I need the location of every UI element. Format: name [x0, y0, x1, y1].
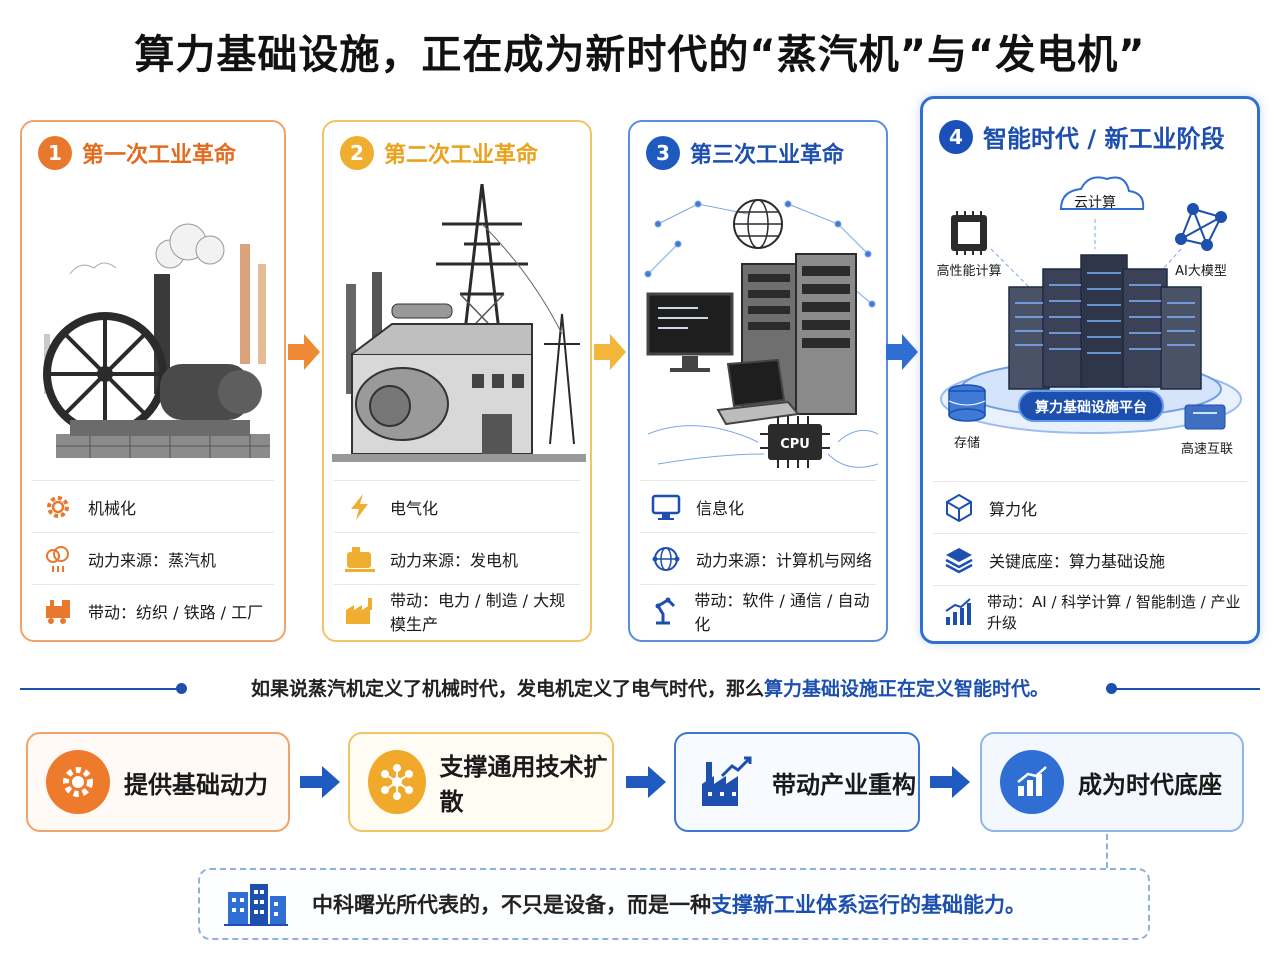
robot-arm-icon [650, 595, 680, 627]
ai-label: AI大模型 [1175, 264, 1227, 279]
flow-arrow-icon [930, 766, 970, 798]
monitor-icon [650, 491, 682, 523]
gear-icon [42, 491, 74, 523]
row-text: 带动：AI / 科学计算 / 智能制造 / 产业升级 [987, 592, 1241, 632]
summary-quote: 如果说蒸汽机定义了机械时代，发电机定义了电气时代，那么算力基础设施正在定义智能时… [200, 674, 1100, 701]
stage-row: 带动：纺织 / 铁路 / 工厂 [32, 584, 274, 636]
quote-highlight: 算力基础设施正在定义智能时代。 [764, 678, 1050, 700]
row-text: 电气化 [390, 498, 439, 518]
cube-icon [943, 492, 975, 524]
stage-rows: 信息化 动力来源：计算机与网络 带动：软件 / 通信 / 自动化 [640, 480, 876, 636]
stage-row: 带动：电力 / 制造 / 大规模生产 [334, 584, 580, 636]
cpu-label: CPU [780, 437, 810, 452]
stage-card-4: 4 智能时代 / 新工业阶段 云计算 高性能计算 AI大模型 [920, 96, 1260, 644]
blue-arrow-icon [886, 334, 918, 370]
stage-row: 关键底座：算力基础设施 [933, 533, 1247, 585]
globe-network-icon [650, 543, 682, 575]
row-text: 信息化 [696, 498, 745, 518]
stage-number: 3 [646, 136, 680, 170]
stage-name: 智能时代 / 新工业阶段 [983, 125, 1225, 153]
factory-icon [344, 595, 376, 627]
generator-icon [344, 543, 376, 575]
row-text: 带动：纺织 / 铁路 / 工厂 [88, 602, 264, 622]
flow-step-3: 带动产业重构 [674, 732, 920, 832]
row-text: 动力来源：蒸汽机 [88, 550, 217, 570]
stage-number: 2 [340, 136, 374, 170]
row-text: 算力化 [989, 499, 1038, 519]
stage-row: 带动：AI / 科学计算 / 智能制造 / 产业升级 [933, 585, 1247, 637]
quote-text: 如果说蒸汽机定义了机械时代，发电机定义了电气时代，那么 [250, 678, 764, 700]
flow-step-2: 支撑通用技术扩散 [348, 732, 614, 832]
flow-step-text: 成为时代底座 [1078, 770, 1222, 799]
lightning-icon [344, 491, 376, 523]
power-plant-illustration [332, 184, 586, 462]
row-text: 关键底座：算力基础设施 [989, 551, 1166, 571]
row-text: 动力来源：发电机 [390, 550, 519, 570]
bottom-highlight: 支撑新工业体系运行的基础能力。 [711, 893, 1026, 917]
layers-icon [943, 544, 975, 576]
flow-step-text: 带动产业重构 [772, 770, 916, 799]
stage-card-2: 2 第二次工业革命 电气化 动力 [322, 120, 592, 642]
stage-row: 电气化 [334, 480, 580, 532]
stage-card-3: 3 第三次工业革命 CPU 信息化 [628, 120, 888, 642]
gear-icon [46, 750, 110, 814]
stage-rows: 机械化 动力来源：蒸汽机 带动：纺织 / 铁路 / 工厂 [32, 480, 274, 636]
flow-arrow-icon [300, 766, 340, 798]
computing-platform-illustration: 云计算 高性能计算 AI大模型 算力基础设施平台 [936, 176, 1242, 457]
flow-step-text: 提供基础动力 [124, 770, 268, 799]
stage-rows: 算力化 关键底座：算力基础设施 带动：AI / 科学计算 / 智能制造 / 产业… [933, 481, 1247, 637]
flow-arrow-icon [626, 766, 666, 798]
stage-header: 4 智能时代 / 新工业阶段 [939, 119, 1224, 154]
stage-row: 动力来源：蒸汽机 [32, 532, 274, 584]
stage-number: 4 [939, 119, 973, 154]
stage-number: 1 [38, 136, 72, 170]
row-text: 机械化 [88, 498, 137, 518]
stage-row: 带动：软件 / 通信 / 自动化 [640, 584, 876, 636]
locomotive-icon [42, 595, 74, 627]
steam-cloud-icon [42, 543, 74, 575]
stage-row: 信息化 [640, 480, 876, 532]
row-text: 带动：软件 / 通信 / 自动化 [694, 590, 870, 634]
stage-rows: 电气化 动力来源：发电机 带动：电力 / 制造 / 大规模生产 [334, 480, 580, 636]
bottom-statement: 中科曙光所代表的，不只是设备，而是一种支撑新工业体系运行的基础能力。 [198, 868, 1150, 940]
flow-step-text: 支撑通用技术扩散 [439, 753, 608, 816]
cloud-label: 云计算 [1074, 195, 1116, 211]
stage-header: 2 第二次工业革命 [340, 136, 538, 170]
yellow-arrow-icon [594, 334, 626, 370]
bottom-text-part: 中科曙光所代表的，不只是设备，而是一种 [312, 893, 711, 917]
stage-name: 第一次工业革命 [82, 143, 237, 168]
divider-left [20, 688, 180, 690]
stage-name: 第三次工业革命 [690, 143, 845, 168]
divider-right [1116, 688, 1260, 690]
stage-row: 动力来源：计算机与网络 [640, 532, 876, 584]
divider-dot-right [1106, 683, 1117, 694]
industry-growth-icon [694, 750, 758, 814]
hpc-label: 高性能计算 [936, 263, 1001, 279]
stage-row: 机械化 [32, 480, 274, 532]
stage-header: 3 第三次工业革命 [646, 136, 844, 170]
growth-chart-icon [943, 596, 973, 628]
dashed-connector [1106, 834, 1108, 868]
bottom-text: 中科曙光所代表的，不只是设备，而是一种支撑新工业体系运行的基础能力。 [312, 889, 1026, 919]
building-icon [224, 884, 288, 926]
page-title: 算力基础设施，正在成为新时代的“蒸汽机”与“发电机” [134, 32, 1146, 78]
divider-dot-left [176, 683, 187, 694]
orange-arrow-icon [288, 334, 320, 370]
flow-step-4: 成为时代底座 [980, 732, 1244, 832]
computers-network-illustration: CPU [644, 199, 879, 468]
stage-card-1: 1 第一次工业革命 机械化 [20, 120, 286, 642]
interconnect-label: 高速互联 [1181, 441, 1233, 457]
steam-engine-illustration [43, 223, 270, 458]
stage-header: 1 第一次工业革命 [38, 136, 236, 170]
stage-row: 动力来源：发电机 [334, 532, 580, 584]
stage-row: 算力化 [933, 481, 1247, 533]
flow-step-1: 提供基础动力 [26, 732, 290, 832]
row-text: 动力来源：计算机与网络 [696, 550, 873, 570]
stage-name: 第二次工业革命 [384, 143, 539, 168]
bar-chart-icon [1000, 750, 1064, 814]
row-text: 带动：电力 / 制造 / 大规模生产 [390, 590, 566, 634]
storage-label: 存储 [954, 436, 980, 451]
network-nodes-icon [368, 750, 426, 814]
platform-label: 算力基础设施平台 [1035, 399, 1147, 416]
